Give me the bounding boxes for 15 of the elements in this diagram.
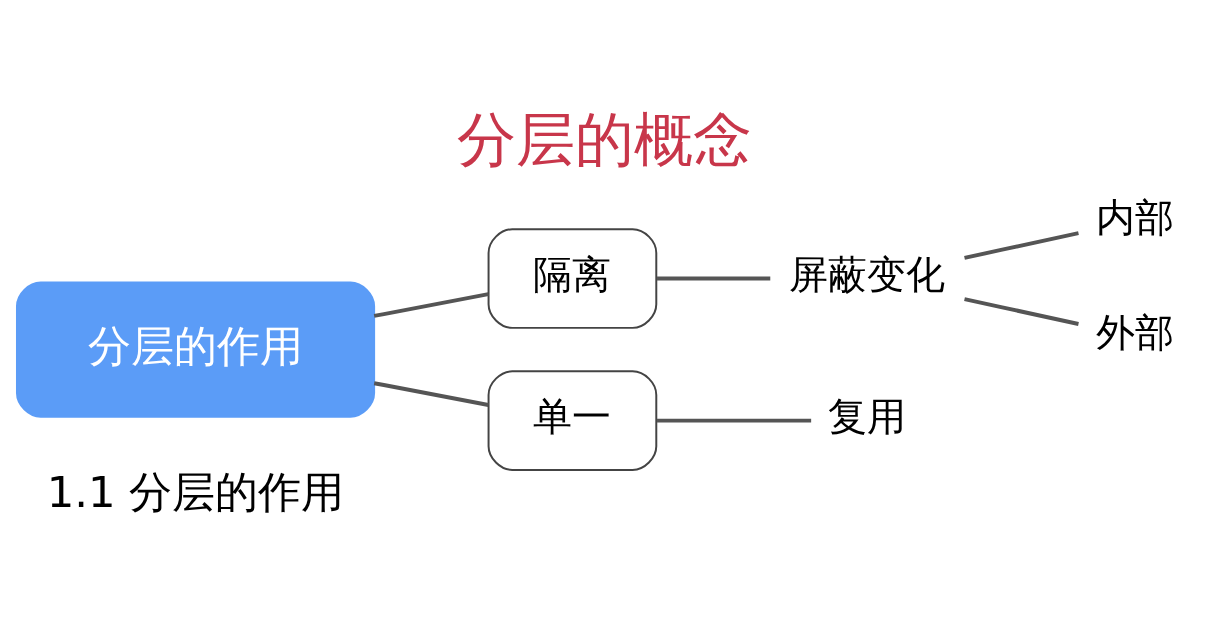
diagram-title: 分层的概念 <box>456 104 752 174</box>
node-text: 内部 <box>1095 193 1174 240</box>
node-text: 外部 <box>1095 308 1174 355</box>
connector <box>373 380 489 407</box>
connector <box>657 276 771 280</box>
node-box: 隔离 <box>487 227 658 329</box>
connector <box>964 296 1079 326</box>
node-box: 单一 <box>487 369 658 471</box>
connector <box>373 291 489 318</box>
node-box: 分层的作用 <box>16 281 376 418</box>
label: 1.1 分层的作用 <box>46 466 345 517</box>
node-text: 屏蔽变化 <box>789 250 946 297</box>
node-text: 复用 <box>828 392 907 439</box>
connector <box>964 230 1079 260</box>
connector <box>657 418 812 423</box>
